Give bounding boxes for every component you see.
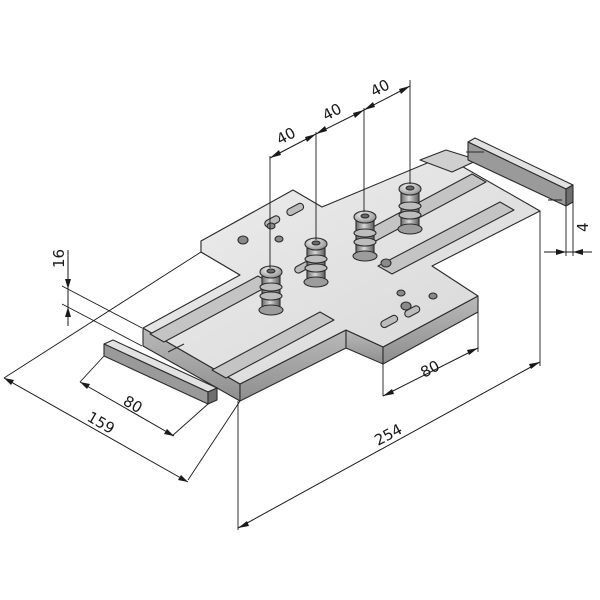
thickness-label: 16: [50, 249, 68, 268]
dimension-end-cap: 4: [544, 202, 592, 256]
cross-plate: [142, 149, 541, 402]
bolt-1: [258, 265, 284, 316]
end-cap-label: 4: [574, 222, 592, 232]
pitch-2-label: 40: [319, 100, 344, 125]
dimension-thickness: 16: [50, 249, 143, 347]
bolt-3: [352, 210, 378, 262]
bolt-4: [397, 182, 423, 235]
end-cap-back: [466, 137, 574, 207]
arm-right-label: 80: [417, 357, 442, 382]
bolt-2: [303, 237, 329, 288]
plate-top-face: [142, 155, 541, 385]
arm-front-label: 80: [120, 392, 146, 417]
